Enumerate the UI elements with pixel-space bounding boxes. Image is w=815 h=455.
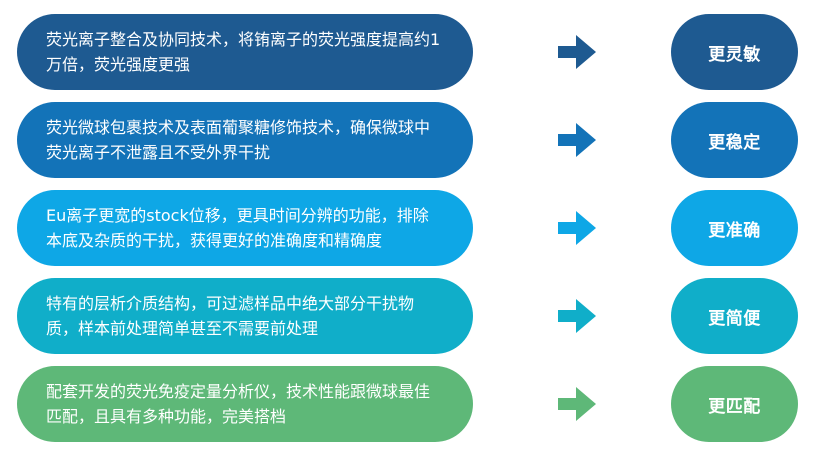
feature-row-2: 荧光微球包裹技术及表面葡聚糖修饰技术，确保微球中荧光离子不泄露且不受外界干扰 更… (0, 102, 815, 178)
benefit-badge: 更稳定 (671, 102, 798, 178)
right-arrow-icon (558, 387, 596, 421)
benefit-badge: 更简便 (671, 278, 798, 354)
feature-description: 特有的层析介质结构，可过滤样品中绝大部分干扰物质，样本前处理简单甚至不需要前处理 (17, 278, 473, 354)
right-arrow-icon (558, 211, 596, 245)
feature-description: 荧光微球包裹技术及表面葡聚糖修饰技术，确保微球中荧光离子不泄露且不受外界干扰 (17, 102, 473, 178)
benefit-badge: 更准确 (671, 190, 798, 266)
feature-row-4: 特有的层析介质结构，可过滤样品中绝大部分干扰物质，样本前处理简单甚至不需要前处理… (0, 278, 815, 354)
feature-row-1: 荧光离子整合及协同技术，将铕离子的荧光强度提高约1万倍，荧光强度更强 更灵敏 (0, 14, 815, 90)
right-arrow-icon (558, 35, 596, 69)
right-arrow-icon (558, 123, 596, 157)
feature-description: Eu离子更宽的stock位移，更具时间分辨的功能，排除本底及杂质的干扰，获得更好… (17, 190, 473, 266)
feature-description: 配套开发的荧光免疫定量分析仪，技术性能跟微球最佳匹配，且具有多种功能，完美搭档 (17, 366, 473, 442)
benefit-badge: 更灵敏 (671, 14, 798, 90)
feature-row-5: 配套开发的荧光免疫定量分析仪，技术性能跟微球最佳匹配，且具有多种功能，完美搭档 … (0, 366, 815, 442)
feature-description: 荧光离子整合及协同技术，将铕离子的荧光强度提高约1万倍，荧光强度更强 (17, 14, 473, 90)
right-arrow-icon (558, 299, 596, 333)
benefit-badge: 更匹配 (671, 366, 798, 442)
feature-row-3: Eu离子更宽的stock位移，更具时间分辨的功能，排除本底及杂质的干扰，获得更好… (0, 190, 815, 266)
